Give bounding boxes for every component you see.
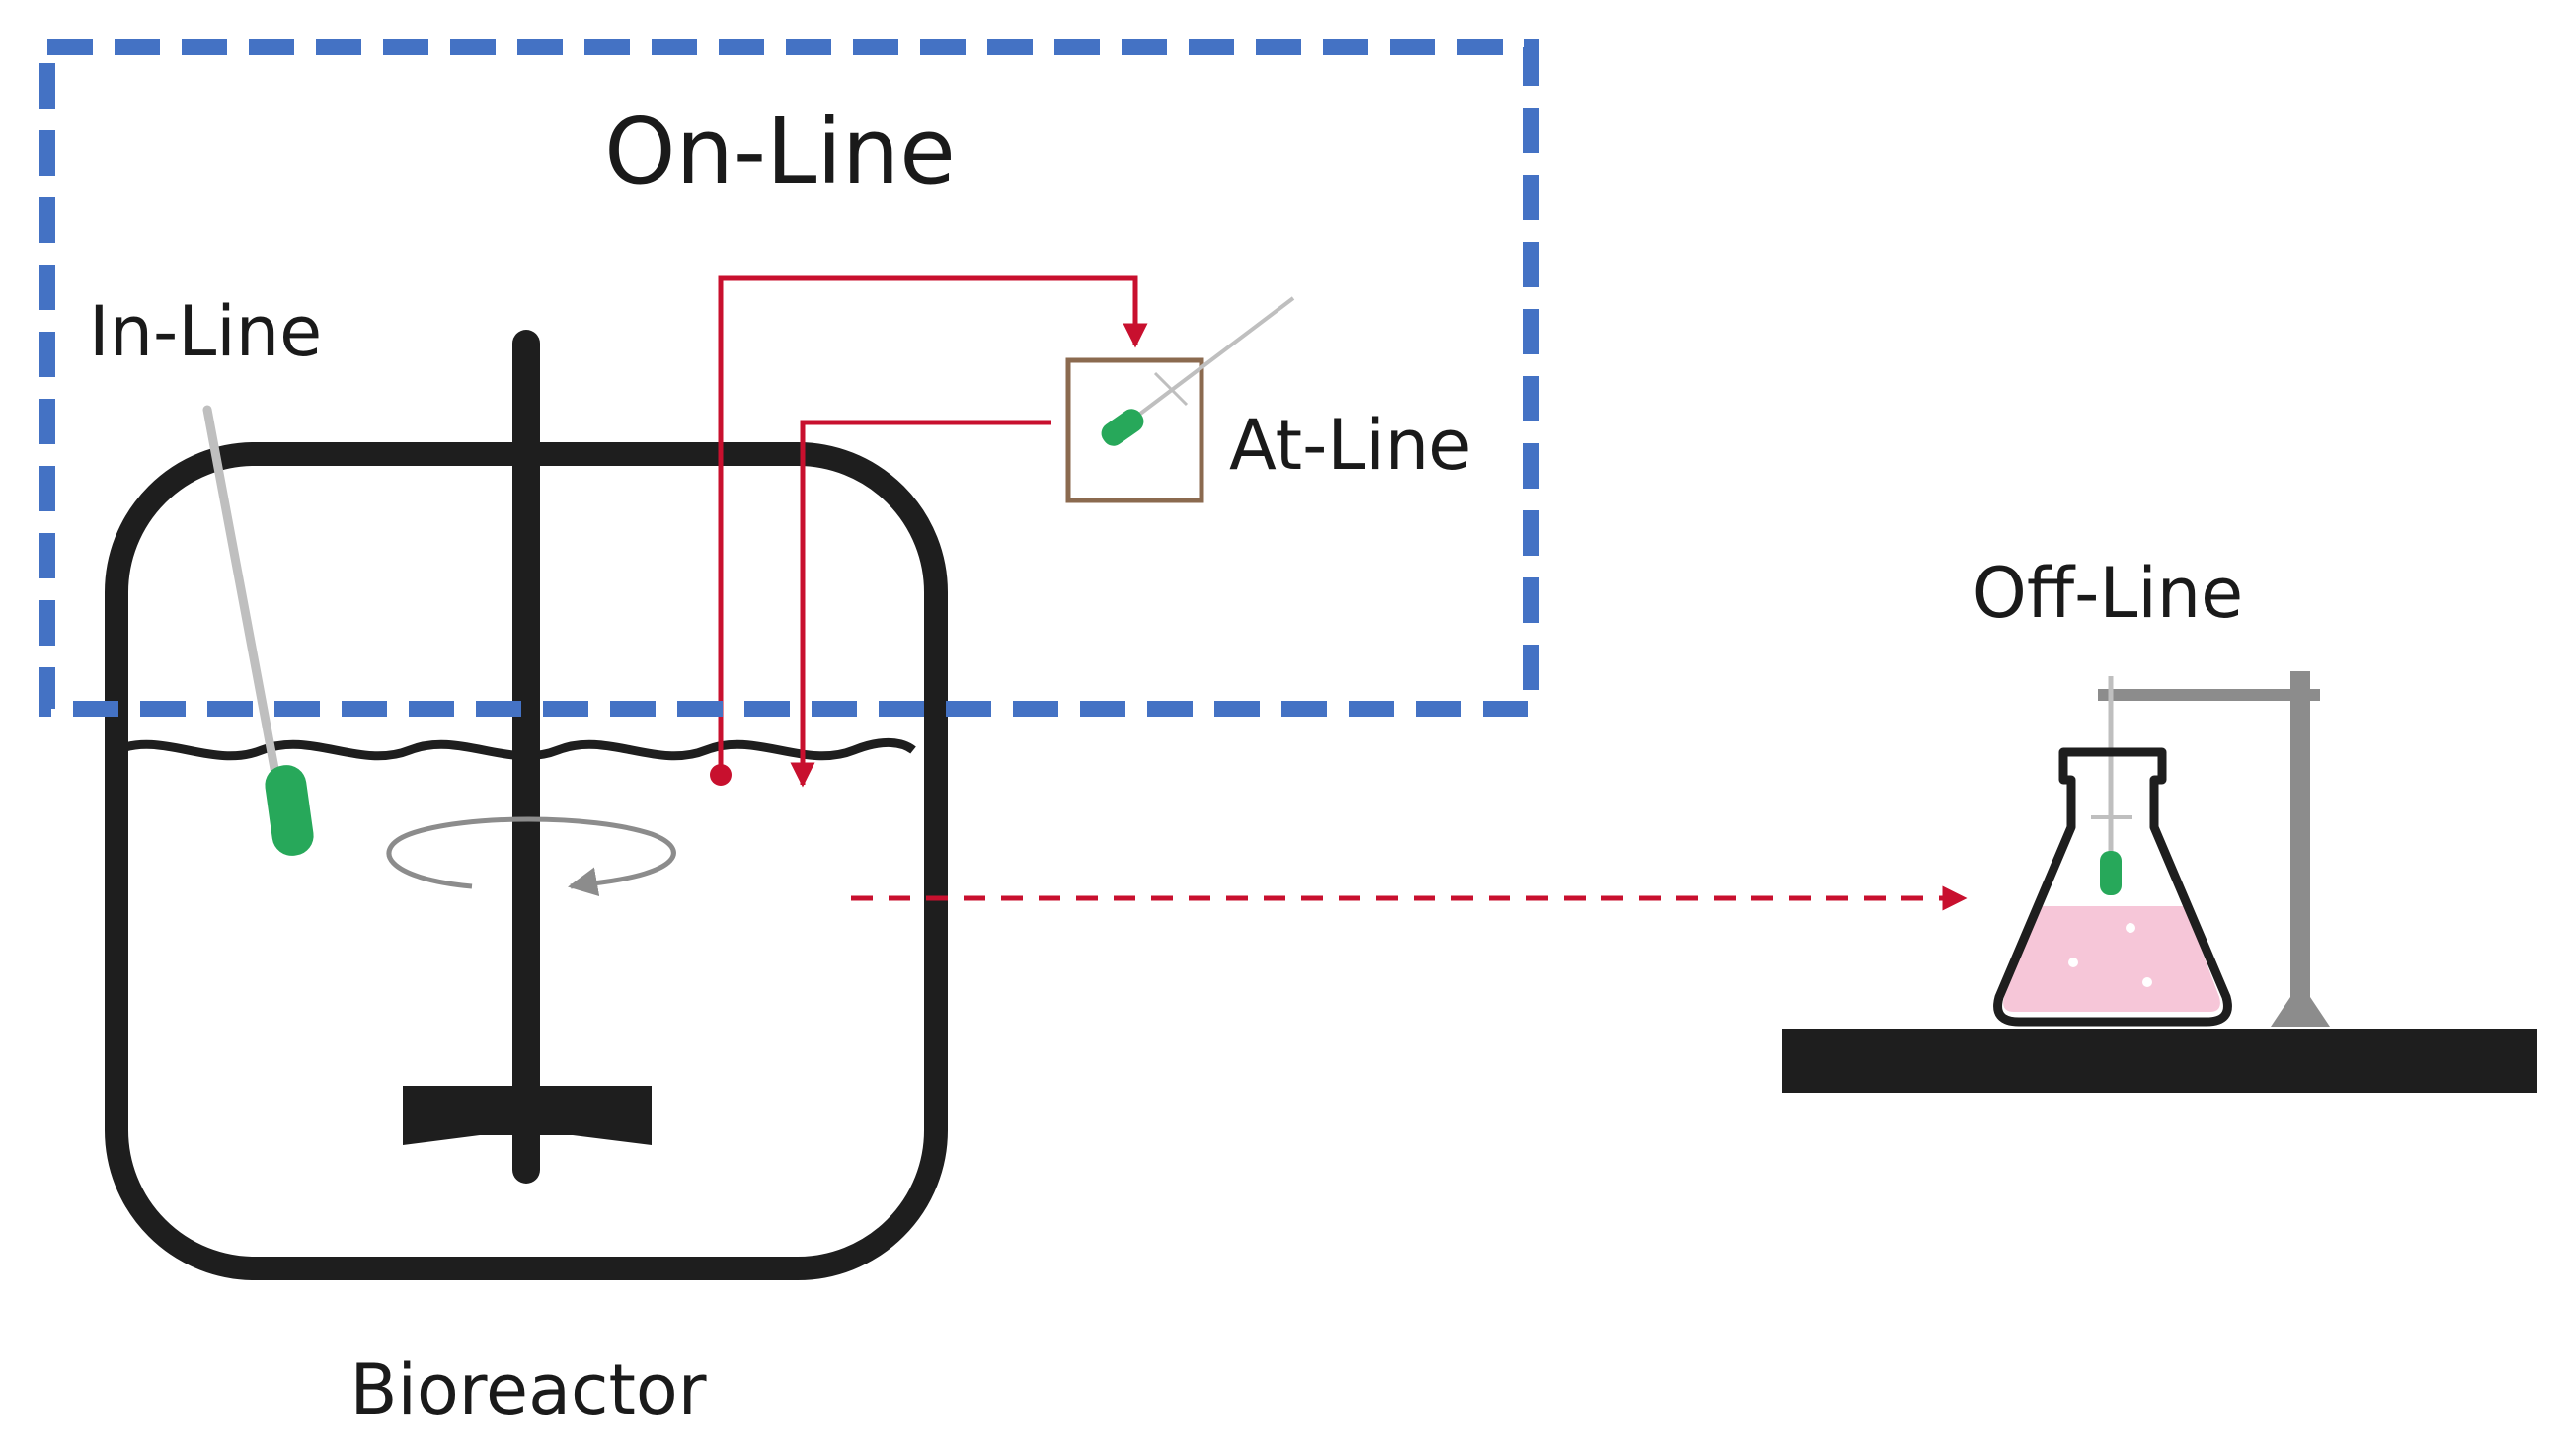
analyzer-rod [1114,296,1295,434]
in-line-label: In-Line [89,291,322,372]
bioreactor-label: Bioreactor [349,1349,706,1430]
flask-probe-icon [2100,851,2122,895]
bioreactor [105,330,948,1280]
on-line-region [39,39,1539,717]
at-line-label: At-Line [1229,405,1471,486]
off-line-station [1782,671,2537,1093]
flask-liquid [2003,906,2220,1012]
impeller-icon [403,1086,652,1145]
on-line-label: On-Line [604,99,956,204]
probe-rod [202,405,283,795]
flask-outline [1993,747,2232,1027]
rotation-arrow-icon [386,816,676,897]
lab-bench [1782,1029,2537,1093]
erlenmeyer-flask-icon [1993,747,2232,1027]
sample-out-line [718,275,1148,773]
probe-icon [265,765,314,856]
at-line-sampling [710,275,1295,788]
in-line-probe [202,405,314,856]
analyzer-cross [1153,371,1189,407]
analyzer-probe-icon [1101,409,1144,446]
sample-return-line [790,420,1051,788]
liquid-surface [115,737,916,761]
sample-point [710,764,732,786]
off-line-label: Off-Line [1973,553,2243,634]
